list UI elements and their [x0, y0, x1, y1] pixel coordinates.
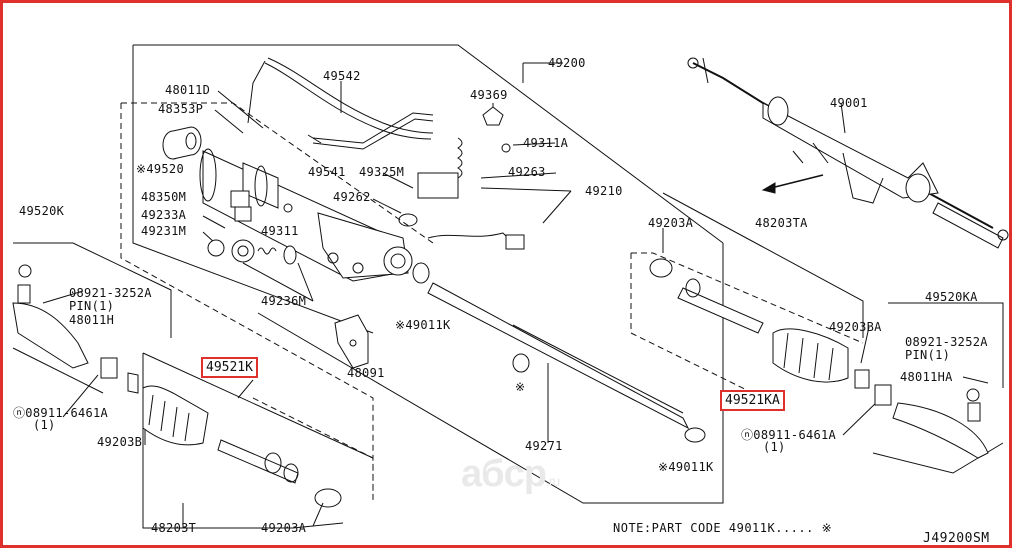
- label-49325m: 49325M: [359, 165, 405, 179]
- label-49011k-a: ※49011K: [395, 318, 451, 332]
- label-49263: 49263: [508, 165, 546, 179]
- label-49001: 49001: [830, 96, 868, 110]
- label-star-mark: ※: [515, 380, 526, 394]
- label-49262: 49262: [333, 190, 371, 204]
- label-49542: 49542: [323, 69, 361, 83]
- group-outlines: [12, 44, 1004, 529]
- steering-gear-overview: [687, 57, 1009, 249]
- label-49311: 49311: [261, 224, 299, 238]
- label-08911-left-qty: (1): [33, 418, 56, 432]
- label-08911-right-qty: (1): [763, 440, 786, 454]
- label-48091: 48091: [347, 366, 385, 380]
- watermark: aбcp.ru: [461, 453, 560, 495]
- label-pin-right: PIN(1): [905, 348, 951, 362]
- label-pin-left: PIN(1): [69, 299, 115, 313]
- label-49203a-right: 49203A: [648, 216, 694, 230]
- right-tie-rod: [649, 258, 989, 459]
- label-48011d: 48011D: [165, 83, 211, 97]
- label-08911-right: ⓝ08911-6461A: [741, 428, 837, 442]
- highlight-49521k: 49521K: [201, 357, 258, 378]
- diagram-drawing: [12, 44, 1009, 529]
- label-49369: 49369: [470, 88, 508, 102]
- label-49203b: 49203B: [97, 435, 143, 449]
- label-48011ha: 48011HA: [900, 370, 953, 384]
- bushing-49520: [162, 126, 202, 160]
- label-48203t: 48203T: [151, 521, 197, 535]
- label-48350m: 48350M: [141, 190, 187, 204]
- pipes: [247, 57, 434, 150]
- left-tie-rod: [12, 264, 342, 508]
- part-code-note: NOTE:PART CODE 49011K..... ※: [613, 521, 833, 535]
- bracket-48091: [334, 314, 369, 369]
- rack-bar-49271: [427, 282, 706, 443]
- label-49200: 49200: [548, 56, 586, 70]
- valve-assembly: [398, 106, 525, 250]
- label-49271: 49271: [525, 439, 563, 453]
- label-48203ta: 48203TA: [755, 216, 808, 230]
- label-08921-left: 08921-3252A: [69, 286, 152, 300]
- label-49233a: 49233A: [141, 208, 187, 222]
- label-49520ka: 49520KA: [925, 290, 978, 304]
- label-49541: 49541: [308, 165, 346, 179]
- label-08911-left: ⓝ08911-6461A: [13, 406, 109, 420]
- small-parts: [207, 190, 430, 284]
- direction-arrow: [761, 174, 824, 194]
- label-49203ba: 49203BA: [829, 320, 882, 334]
- label-49210: 49210: [585, 184, 623, 198]
- label-49311a: 49311A: [523, 136, 569, 150]
- label-48353p: 48353P: [158, 102, 204, 116]
- label-49011k-b: ※49011K: [658, 460, 714, 474]
- label-49203a-left: 49203A: [261, 521, 307, 535]
- label-49520k: 49520K: [19, 204, 65, 218]
- label-48011h: 48011H: [69, 313, 115, 327]
- diagram-code: J49200SM: [923, 531, 990, 546]
- rack-housing: [199, 148, 413, 282]
- label-49520: ※49520: [136, 162, 184, 176]
- highlight-49521ka: 49521KA: [720, 390, 785, 411]
- label-49231m: 49231M: [141, 224, 187, 238]
- label-49236m: 49236M: [261, 294, 307, 308]
- label-08921-right: 08921-3252A: [905, 335, 988, 349]
